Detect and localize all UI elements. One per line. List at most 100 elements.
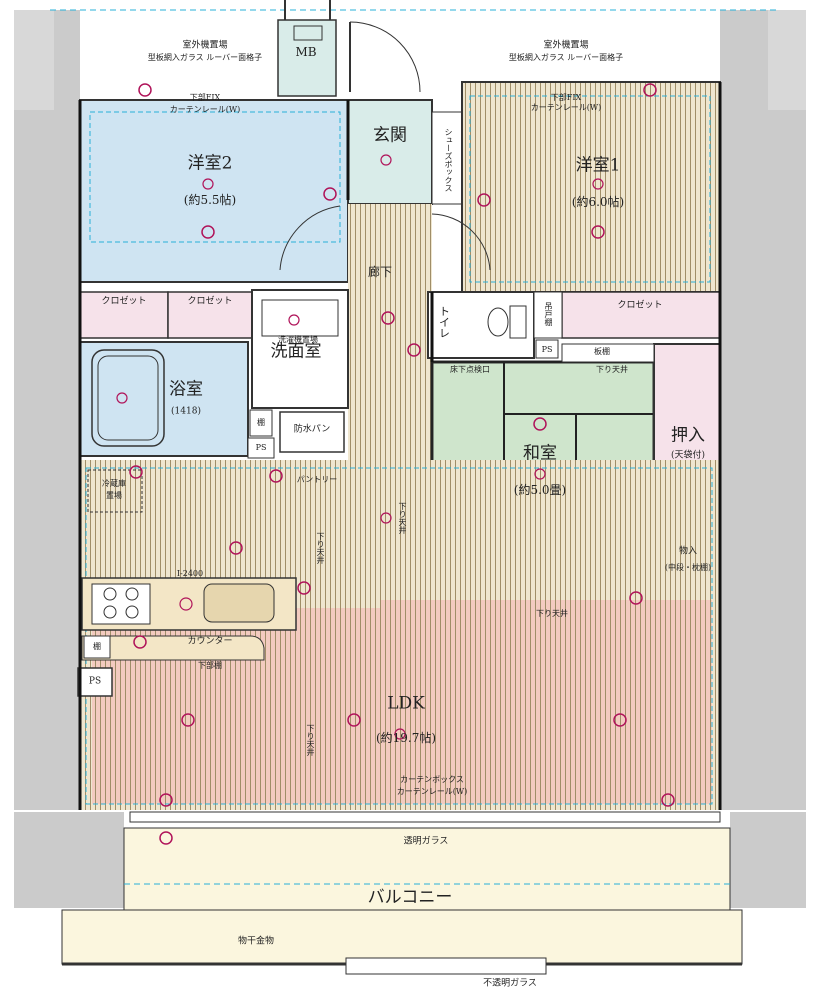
floor-access-label: 床下点検口 — [450, 365, 490, 374]
closet-c — [561, 291, 721, 339]
outlet-icon — [129, 465, 143, 479]
hanging-shelf-label: 吊戸棚 — [544, 302, 553, 326]
western2-label: 洋室2 — [187, 153, 233, 174]
column-bottom-left — [14, 812, 124, 908]
washitsu-size: (約5.0畳) — [513, 483, 567, 497]
fridge-label: 冷蔵庫 — [102, 479, 126, 488]
drying-hardware-label: 物干金物 — [237, 936, 275, 947]
western1-size: (約6.0帖) — [571, 195, 625, 209]
closet-a-label: クロゼット — [101, 296, 147, 307]
closet-b-label: クロゼット — [187, 296, 233, 307]
counter-top — [81, 635, 265, 661]
western-room-2 — [79, 99, 349, 283]
lowered-ceiling-b: 下り天井 — [316, 532, 325, 564]
lowered-ceiling-c: 下り天井 — [398, 502, 407, 534]
bathtub — [91, 349, 165, 447]
kitchen-size: I-2400 — [176, 569, 204, 578]
structural-wall-right — [720, 10, 806, 810]
mb-closet — [277, 19, 337, 97]
outlet-icon — [643, 83, 657, 97]
rail-right-label: カーテンレール(W) — [530, 103, 602, 112]
bath-shelf-label: 棚 — [257, 418, 265, 427]
pantry-label: パントリー — [296, 475, 338, 484]
outlet-icon — [269, 469, 283, 483]
waterproof-pan-label: 防水パン — [293, 424, 331, 435]
fix-left-label: 下部FIX — [189, 93, 221, 102]
fridge-label-2: 置場 — [106, 491, 122, 500]
outlet-icon — [381, 311, 395, 325]
outlet-icon — [159, 793, 173, 807]
outlet-icon — [347, 713, 361, 727]
entrance-label: 玄関 — [373, 125, 407, 146]
lower-cabinet-label: 下部棚 — [198, 661, 222, 670]
board-label: 板棚 — [594, 347, 610, 356]
oshiire-note: (天袋付) — [670, 450, 706, 461]
washroom-label: 洗面室 — [270, 341, 322, 362]
drying-rail-area — [61, 909, 743, 965]
outlet-icon — [297, 581, 311, 595]
outlet-icon — [661, 793, 675, 807]
window-left-label: 型板網入ガラス ルーバー面格子 — [147, 53, 263, 62]
outlet-icon — [159, 831, 173, 845]
washitsu-label: 和室 — [523, 443, 557, 464]
outlet-icon — [181, 713, 195, 727]
window-right-label: 型板網入ガラス ルーバー面格子 — [508, 53, 624, 62]
outlet-icon — [323, 187, 337, 201]
shoes-box-label: シューズボックス — [444, 128, 453, 192]
outlet-icon — [133, 635, 147, 649]
outlet-icon — [407, 343, 421, 357]
outlet-icon — [613, 713, 627, 727]
shoes-box — [431, 111, 463, 205]
column-bottom-right — [730, 812, 806, 908]
structural-wall-left — [14, 10, 80, 810]
rail-left-label: カーテンレール(W) — [169, 105, 241, 114]
curtain-box-label: カーテンボックス — [400, 775, 464, 784]
storage-note: (中段・枕棚) — [664, 563, 712, 572]
washroom-note: 洗濯機置場 — [278, 335, 318, 344]
ps-bath-label: PS — [255, 443, 267, 452]
ps-toilet-label: PS — [541, 345, 553, 354]
fix-right-label: 下部FIX — [550, 93, 582, 102]
outlet-icon — [591, 225, 605, 239]
curtain-rail-label: カーテンレール(W) — [396, 787, 468, 796]
lowered-ceiling-d: 下り天井 — [536, 609, 568, 618]
waterproof-pan — [279, 411, 345, 453]
mb-label: MB — [295, 45, 317, 59]
outlet-icon — [229, 541, 243, 555]
balcony-label: バルコニー — [367, 887, 453, 908]
bathroom-size: (1418) — [171, 406, 201, 417]
outlet-icon — [477, 193, 491, 207]
outlet-icon — [629, 591, 643, 605]
counter-label: カウンター — [187, 636, 233, 647]
entrance — [347, 99, 433, 205]
kitchen-shelf-label: 棚 — [93, 642, 101, 651]
hallway-label: 廊下 — [367, 265, 393, 279]
western2-size: (約5.5帖) — [183, 193, 237, 207]
lowered-ceiling-e: 下り天井 — [306, 724, 315, 756]
closet-b — [167, 291, 253, 339]
western1-label: 洋室1 — [575, 155, 621, 176]
outlet-icon — [138, 83, 152, 97]
clear-glass-label: 透明ガラス — [403, 836, 449, 847]
storage-label: 物入 — [678, 546, 698, 557]
outdoor-unit-right-label: 室外機置場 — [543, 40, 589, 51]
entrance-door — [349, 21, 421, 93]
outdoor-unit-left-label: 室外機置場 — [182, 40, 228, 51]
closet-c-label: クロゼット — [617, 300, 663, 311]
frosted-glass-label: 不透明ガラス — [483, 978, 537, 989]
outlet-icon — [533, 417, 547, 431]
western-room-1 — [461, 81, 721, 293]
oshiire-label: 押入 — [671, 425, 705, 446]
outlet-icon — [201, 225, 215, 239]
bathroom-label: 浴室 — [169, 379, 203, 400]
lowered-ceiling-a: 下り天井 — [596, 365, 628, 374]
ps-kitchen-label: PS — [88, 676, 102, 687]
toilet-label: トイレ — [437, 305, 451, 339]
washroom — [251, 289, 349, 409]
toilet — [427, 291, 535, 359]
ldk-size: (約19.7帖) — [375, 731, 437, 745]
balcony — [123, 827, 731, 911]
ldk-label: LDK — [387, 693, 425, 714]
ps-kitchen — [77, 667, 113, 697]
